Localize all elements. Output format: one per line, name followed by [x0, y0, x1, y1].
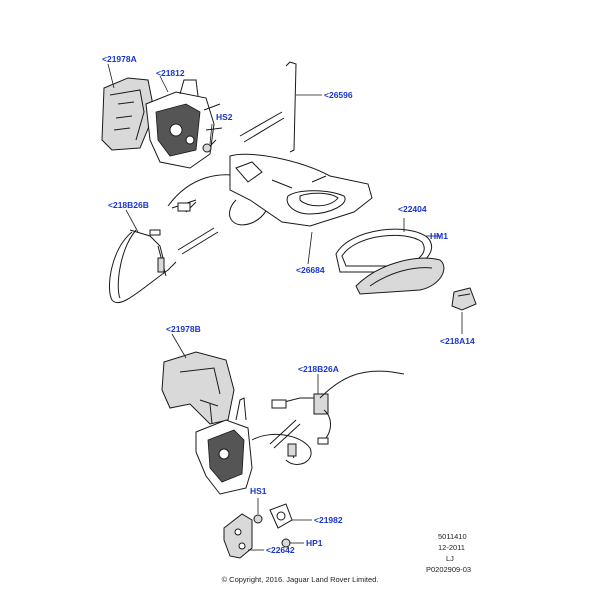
drawing-date: 12-2011 [438, 543, 465, 552]
door-striker [269, 503, 293, 529]
handle-housing [229, 153, 373, 227]
callout-22642[interactable]: <22642 [266, 545, 295, 555]
callout-26684[interactable]: <26684 [296, 265, 325, 275]
screw-hs2 [202, 139, 217, 153]
callout-21982[interactable]: <21982 [314, 515, 343, 525]
callout-21978A[interactable]: <21978A [102, 54, 137, 64]
leader-break-3 [269, 419, 301, 449]
copyright-notice: © Copyright, 2016. Jaguar Land Rover Lim… [221, 575, 379, 584]
lock-cover-upper [101, 77, 153, 151]
callout-218A14[interactable]: <218A14 [440, 336, 475, 346]
leader-break-1 [239, 111, 285, 143]
callout-hp1[interactable]: HP1 [306, 538, 323, 548]
callout-218B26B[interactable]: <218B26B [108, 200, 149, 210]
callout-22404[interactable]: <22404 [398, 204, 427, 214]
leader-break-2 [177, 227, 219, 255]
callout-21978B[interactable]: <21978B [166, 324, 201, 334]
cable-assembly-lower [271, 370, 405, 459]
drawing-id: P0202909-03 [426, 565, 472, 574]
door-latch-upper [145, 79, 223, 169]
cable-assembly-upper [109, 174, 270, 304]
callout-hs2[interactable]: HS2 [216, 112, 233, 122]
actuating-rod [285, 61, 297, 153]
drawing-initials: LJ [446, 554, 454, 563]
door-latch-lower [195, 397, 312, 495]
callout-21812[interactable]: <21812 [156, 68, 185, 78]
drawing-code: 5011410 [438, 532, 467, 541]
callout-26596[interactable]: <26596 [324, 90, 353, 100]
striker-plate [223, 513, 253, 559]
callout-218B26A[interactable]: <218B26A [298, 364, 339, 374]
screw-hs1 [253, 514, 263, 524]
callout-hm1[interactable]: HM1 [430, 231, 448, 241]
exterior-handle [355, 257, 445, 295]
handle-cap [451, 287, 477, 311]
callout-hs1[interactable]: HS1 [250, 486, 267, 496]
lock-cover-lower [161, 351, 235, 425]
